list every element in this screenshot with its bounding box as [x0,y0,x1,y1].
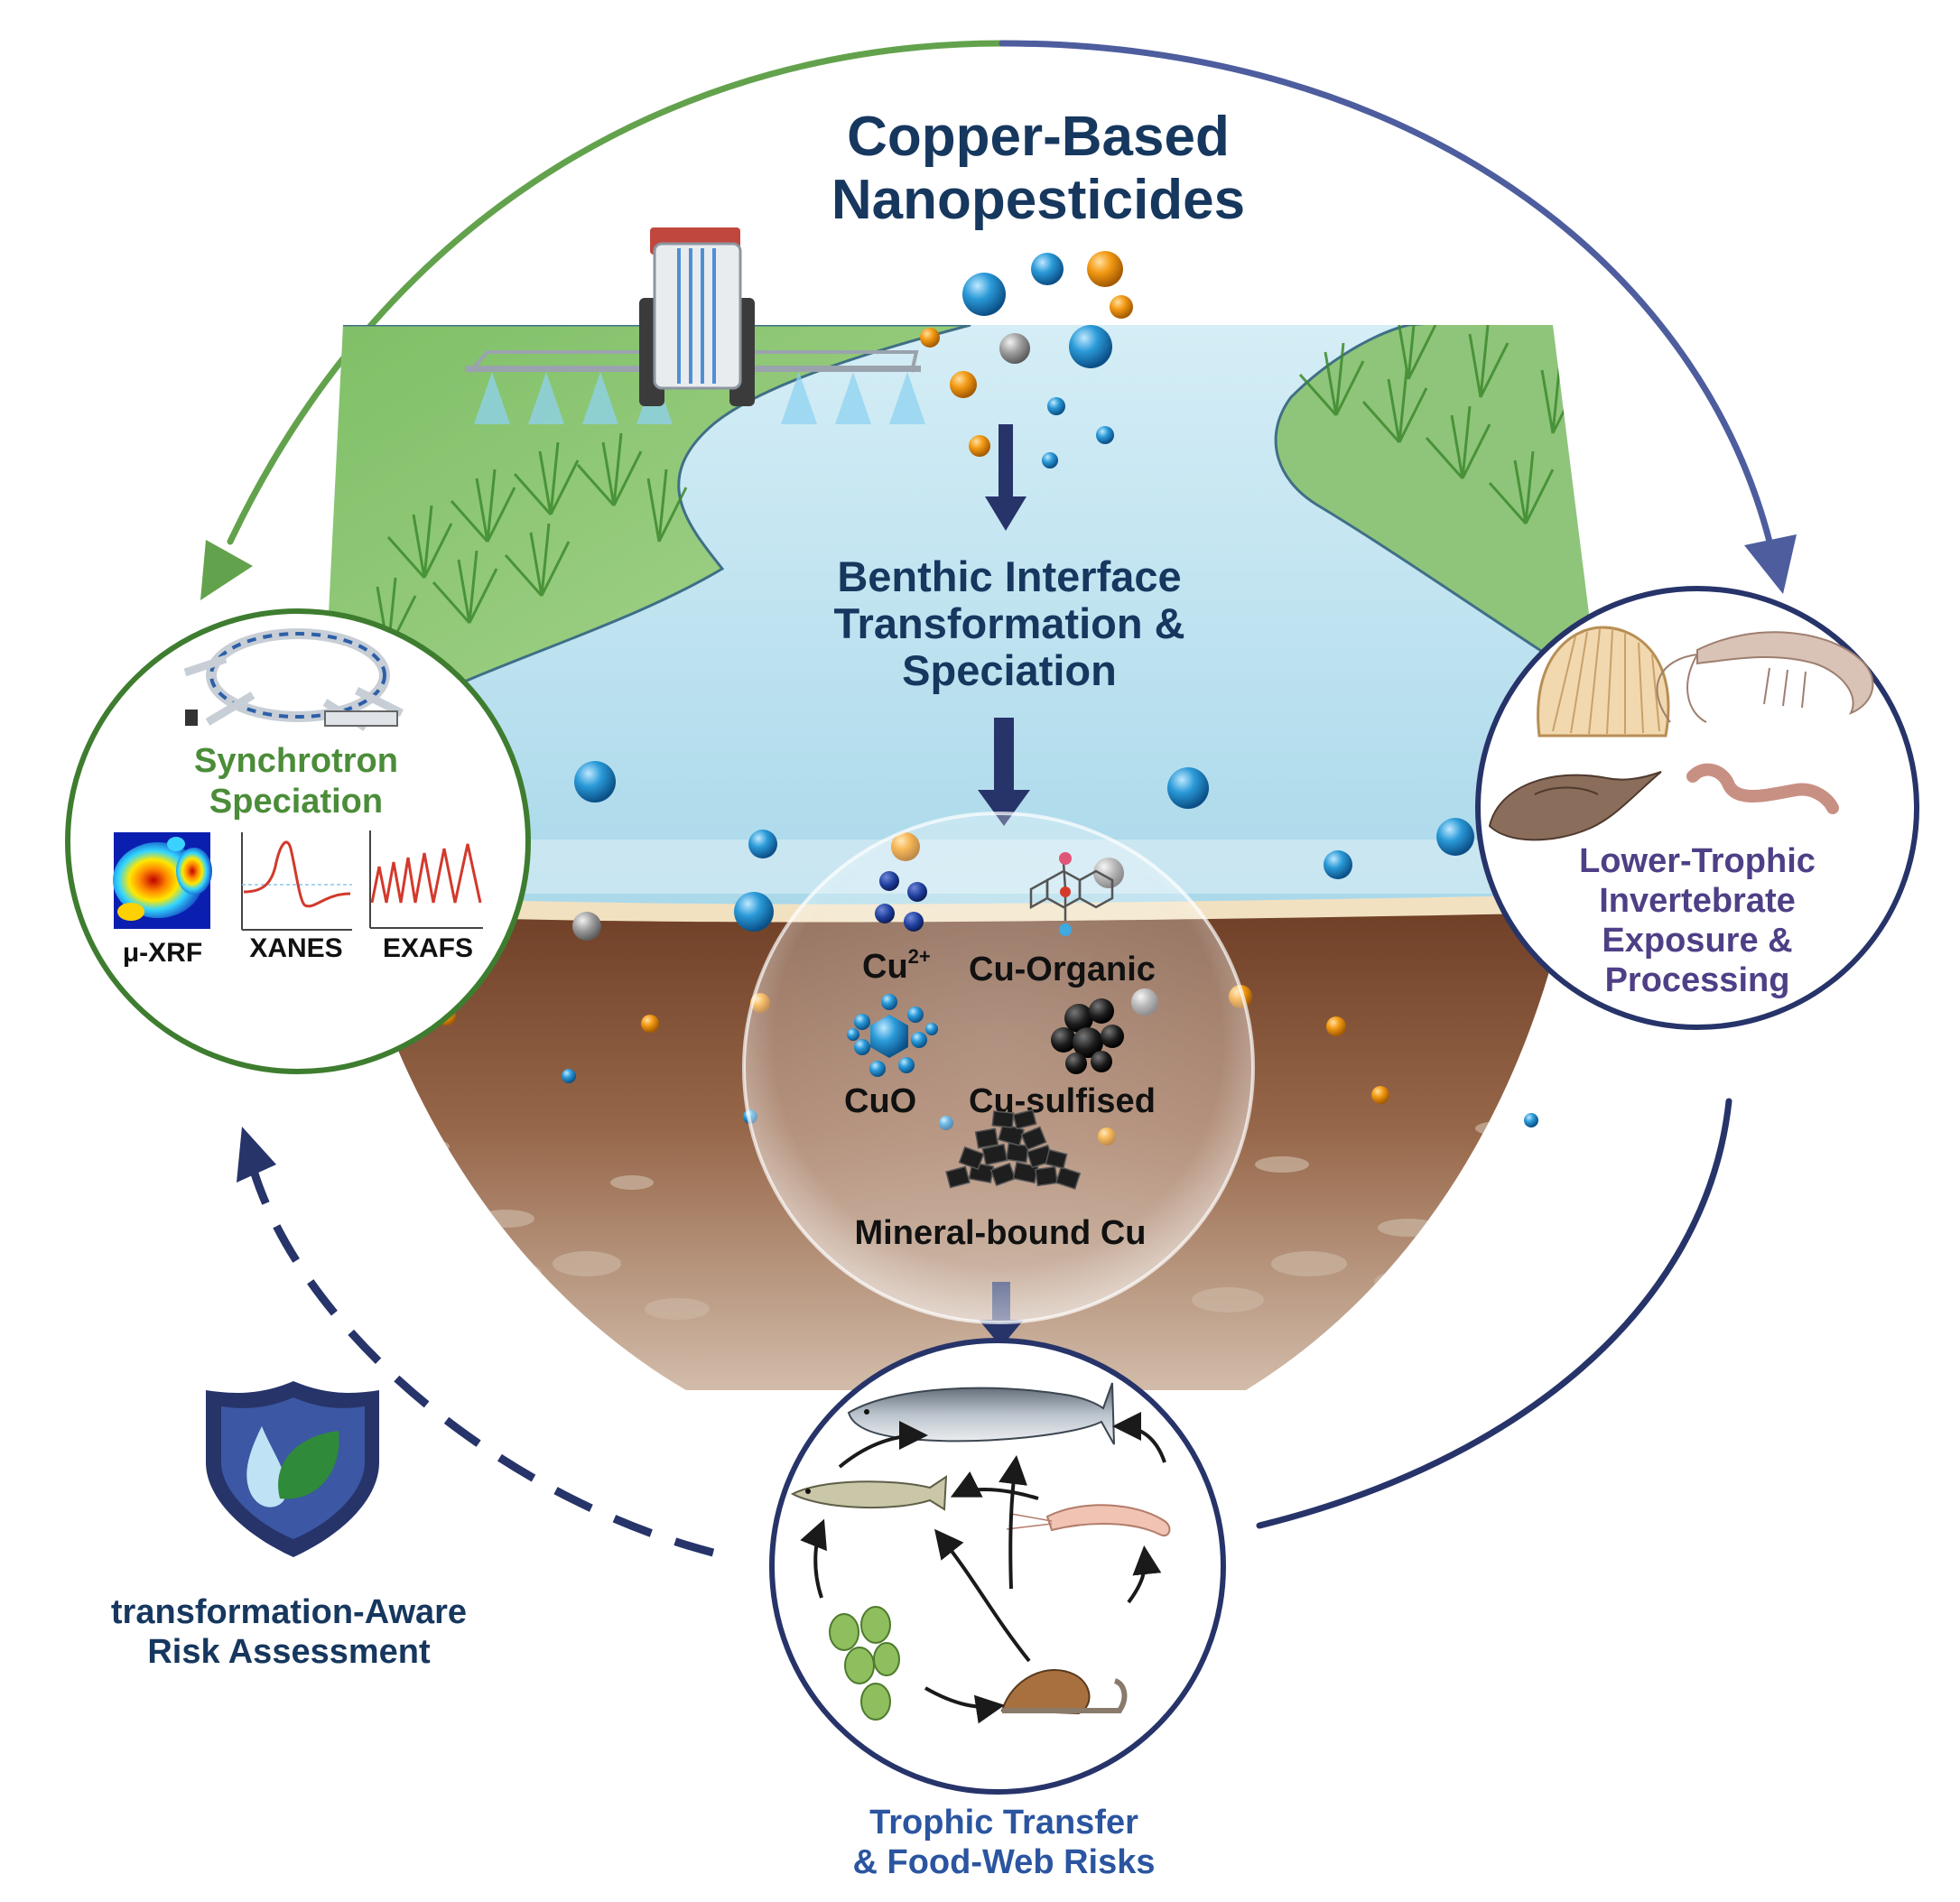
grass-left [376,432,688,651]
down-arrow-icon [985,496,1026,531]
pond-snail-icon [1000,1669,1128,1715]
speciation-bubble: Cu2+ Cu-Organic CuO Cu-sulfised [742,812,1255,1324]
worm-icon [1686,763,1839,814]
xanes-label: XANES [249,933,342,963]
nanoparticles [438,251,1538,1146]
risk-title-line-1: transformation-Aware [111,1593,467,1631]
algae-icon [829,1606,900,1721]
cuo-label: CuO [844,1082,916,1120]
invertebrate-panel: Lower-Trophic Invertebrate Exposure & Pr… [1475,586,1919,1030]
invertebrate-title-line-1: Lower-Trophic [1579,842,1816,880]
small-fish-icon [790,1475,948,1511]
cu-organic-label: Cu-Organic [969,951,1156,988]
uxrf-label: μ-XRF [123,938,202,968]
synchrotron-title-line-1: Synchrotron [194,742,398,780]
mineral-bound-label: Mineral-bound Cu [855,1214,1147,1252]
shrimp-icon [1656,631,1874,723]
down-arrow-icon [978,790,1030,826]
return-arc-arrow [1256,1098,1732,1529]
trophic-title-line-2: & Food-Web Risks [853,1843,1156,1881]
cu-organic-molecule-icon [1029,852,1114,936]
cu2-ion-icon [875,871,927,932]
title-line-2: Nanopesticides [831,169,1245,231]
dashed-feedback-arrow [250,1172,715,1557]
cycle-arrows [200,40,1797,1557]
synchrotron-title-line-2: Speciation [209,783,383,821]
center-heading-line-2: Transformation & [833,599,1184,647]
food-web-arrows [800,1412,1166,1724]
center-heading-line-3: Speciation [902,646,1117,694]
xanes-plot-icon [241,832,352,931]
invertebrate-title-line-2: Invertebrate [1599,882,1796,920]
title-line-1: Copper-Based [847,106,1230,168]
tractor-sprayer-icon [465,227,925,424]
exafs-plot-icon [369,830,483,929]
dashed-arrowhead-icon [237,1127,276,1183]
cuo-cluster-icon [847,994,938,1077]
center-heading-line-1: Benthic Interface [837,552,1181,600]
invertebrate-title-line-3: Exposure & [1602,922,1792,960]
navy-cycle-arrow [999,40,1773,545]
uxrf-heatmap-icon [113,832,212,929]
synchrotron-ring-icon [183,628,404,731]
exafs-label: EXAFS [383,933,473,963]
cu-sulfised-cluster-icon [1051,998,1124,1074]
green-arrowhead-icon [200,540,253,600]
invertebrate-title-line-4: Processing [1605,961,1790,999]
snail-icon [1488,771,1662,841]
shield-icon [206,1381,379,1557]
down-arrow-icon [979,1320,1024,1347]
food-web-panel [769,1338,1226,1795]
clam-shell-icon [1537,626,1670,738]
navy-arrowhead-icon [1744,534,1797,594]
cu2-label: Cu2+ [862,945,931,986]
trophic-title-line-1: Trophic Transfer [869,1804,1138,1842]
green-cycle-arrow [227,40,1006,545]
synchrotron-panel: Synchrotron Speciation μ-XRF XANES EXAFS [65,608,531,1074]
mineral-bound-pile-icon [945,1109,1082,1190]
krill-icon [1006,1504,1171,1537]
risk-title-line-2: Risk Assessment [147,1633,431,1671]
left-bank [325,325,971,724]
